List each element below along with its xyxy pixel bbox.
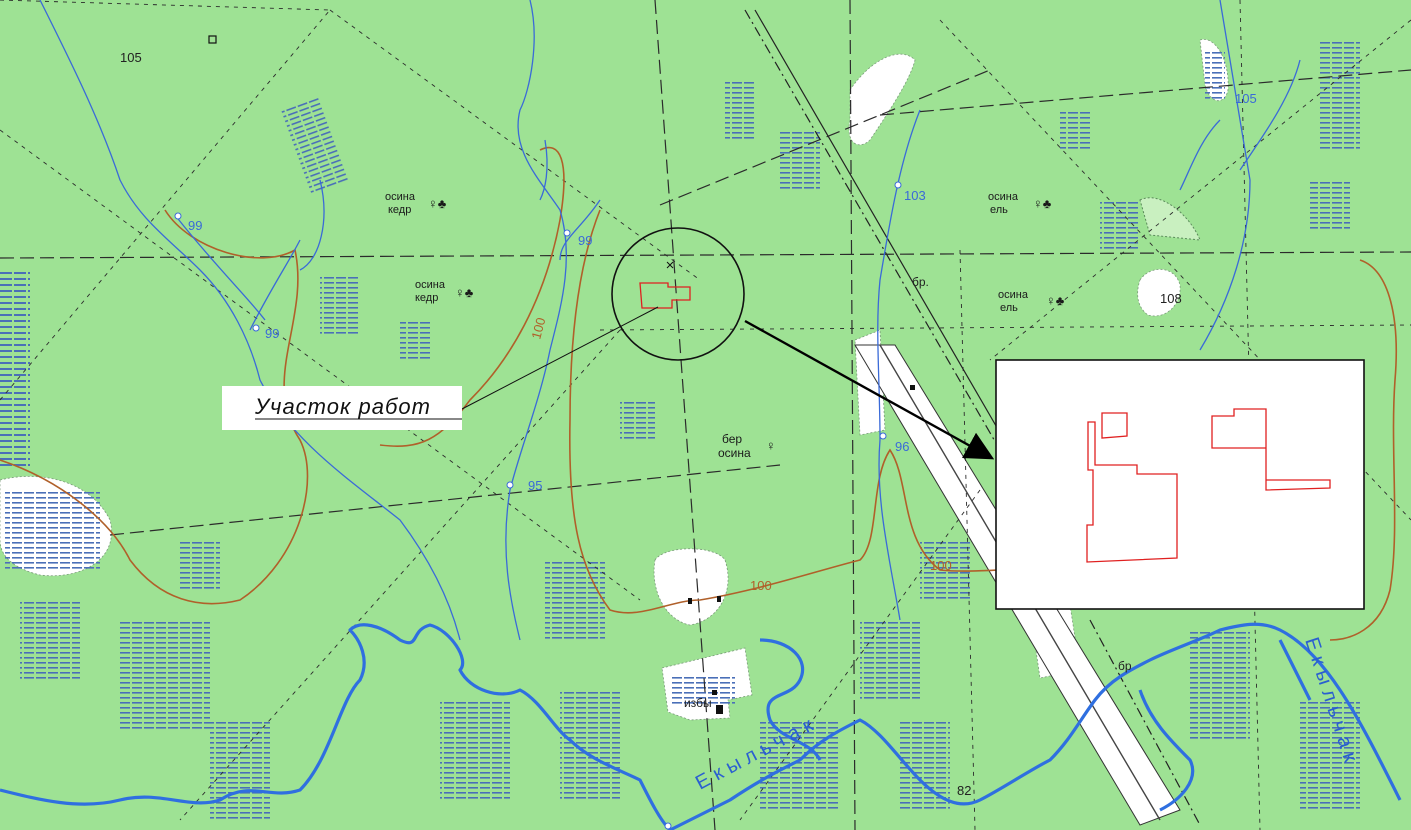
forest-label-tl-top-2: кедр (388, 204, 411, 216)
elevation-99-c: 99 (265, 326, 279, 341)
clearing-marsh-hatch (5, 50, 1225, 705)
contour-label-100-c: 100 (930, 558, 952, 573)
forest-label-center-2: осина (718, 446, 751, 460)
elevation-103: 103 (904, 188, 926, 203)
elevation-95: 95 (528, 478, 542, 493)
misc-labels: бр. бр избы (684, 275, 1132, 710)
tree-symbol-icon: ♀♣ (1046, 293, 1065, 308)
forest-label-center-1: бер (722, 432, 742, 446)
label-bp-top: бр. (912, 275, 929, 289)
point-markers (174, 181, 902, 830)
forest-label-tl-mid-1: осина (415, 279, 446, 291)
tree-symbol-icon: ♀ (766, 438, 776, 453)
forest-label-tr-mid-2: ель (1000, 302, 1018, 314)
callout-leader (461, 306, 659, 410)
elevation-99-b: 99 (578, 233, 592, 248)
inset-panel (995, 359, 1365, 610)
magnify-circle-icon (611, 227, 745, 361)
railway-lines (744, 9, 1201, 826)
forest-label-tl-top-1: осина (385, 191, 416, 203)
tree-symbol-icon: ♀♣ (1033, 196, 1052, 211)
main-river (0, 622, 1402, 830)
elevation-99-a: 99 (188, 218, 202, 233)
forest-label-tr-mid-1: осина (998, 289, 1029, 301)
inset-plot-right (1211, 408, 1331, 491)
settlement-buildings (688, 385, 915, 714)
callout-box: Участок работ (222, 386, 462, 430)
inset-plot-left (1086, 412, 1178, 563)
elevation-labels: 105 105 99 99 99 95 103 108 96 82 100 10… (120, 50, 1257, 798)
square-marker-icon (208, 35, 217, 44)
label-settlement: избы (684, 696, 712, 710)
label-bp-bottom: бр (1118, 659, 1132, 673)
work-site-small (639, 282, 691, 309)
contour-label-100-b: 100 (750, 578, 772, 593)
forest-label-tl-mid-2: кедр (415, 292, 438, 304)
contour-label-100-a: 100 (528, 316, 548, 341)
elevation-105-left: 105 (120, 50, 142, 65)
streams (39, 0, 1301, 641)
elevation-108: 108 (1160, 291, 1182, 306)
forest-label-tr-top-1: осина (988, 191, 1019, 203)
contour-lines (0, 146, 1398, 641)
elevation-96: 96 (895, 439, 909, 454)
arrow-icon (744, 319, 995, 460)
tree-symbol-icon: ♀♣ (428, 196, 447, 211)
forest-labels: осина кедр ♀♣ осина кедр ♀♣ бер осина ♀ … (385, 191, 1065, 460)
tree-symbol-icon: ♀♣ (455, 285, 474, 300)
forest-label-tr-top-2: ель (990, 204, 1008, 216)
elevation-82: 82 (957, 783, 971, 798)
callout-label: Участок работ (254, 394, 431, 419)
site-marks (666, 261, 674, 269)
marsh-areas (0, 40, 1360, 820)
elevation-105-right: 105 (1235, 91, 1257, 106)
